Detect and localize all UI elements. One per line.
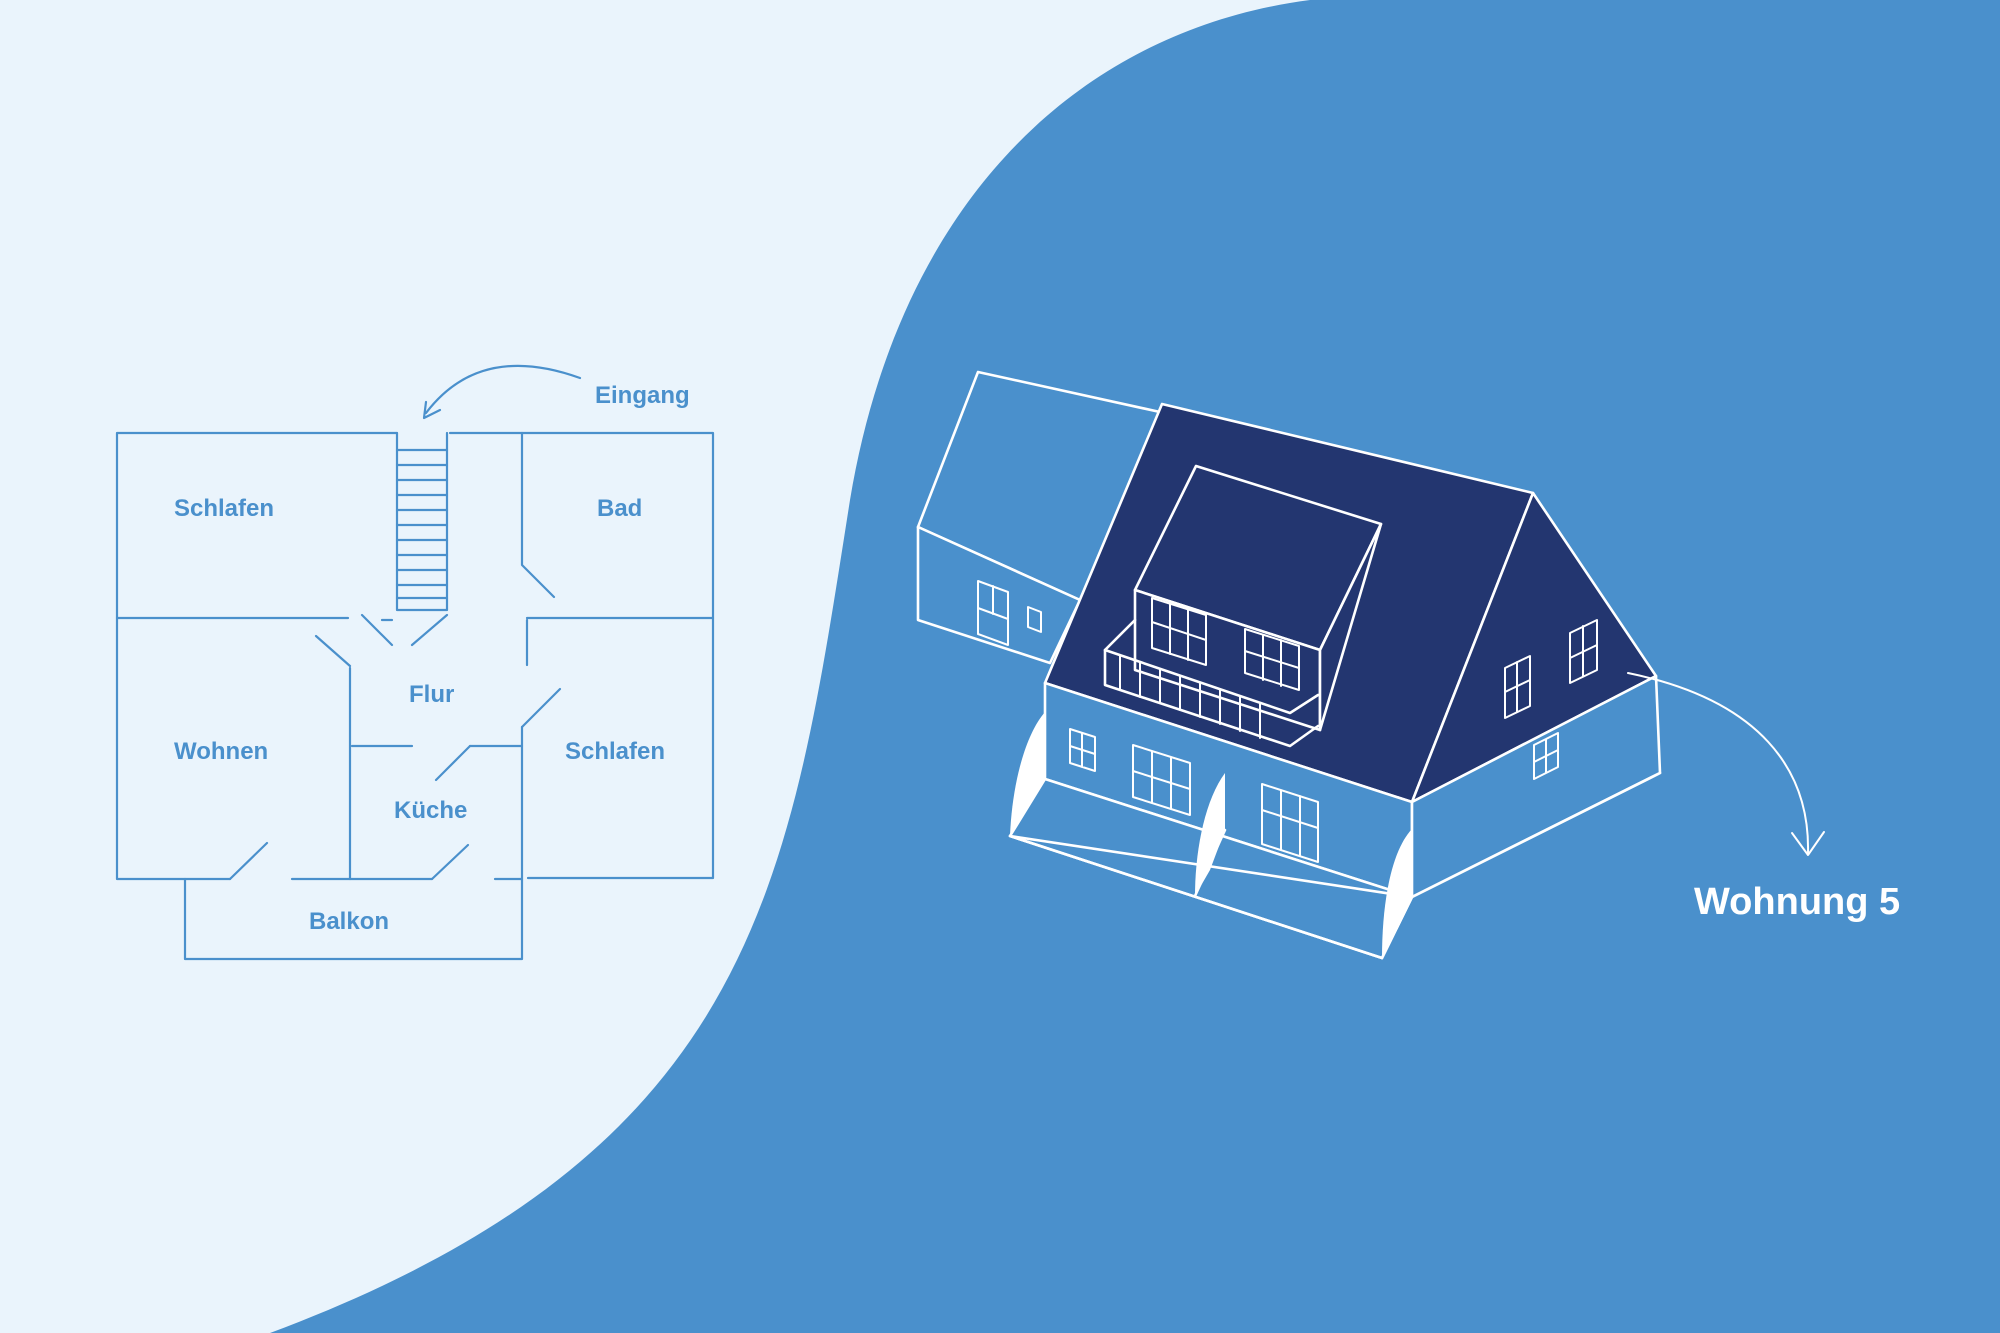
neighbour-house [916,370,1162,665]
outer-wall [115,431,399,881]
side-extension [1410,771,1662,899]
window-front-1 [1069,728,1096,772]
dormer [1103,464,1383,748]
window-front-3 [1261,783,1319,863]
label-hallway: Flur [409,681,454,708]
door-kitchen-balcony [430,843,470,881]
label-bathroom: Bad [597,495,642,522]
label-balcony: Balkon [309,908,389,935]
outer-wall-top-right [448,431,715,880]
apartment-arrow-head [1791,831,1825,856]
label-kitchen: Küche [394,797,467,824]
label-living: Wohnen [174,738,268,765]
floor-plan: Eingang Schlafen Bad Flur Wohnen Schlafe… [115,364,715,961]
bay-curve-left [1010,712,1045,836]
building-illustration: Wohnung 5 [916,370,1900,960]
door-bedroom-left [360,613,394,647]
wall-bath-left [520,431,556,599]
window-gable-1 [1504,655,1531,719]
entrance-arrow [424,364,582,415]
door-bedroom-right [520,687,562,729]
bay-curve-middle [1195,773,1225,896]
door-kitchen [434,744,472,782]
staircase [395,431,449,647]
apartment-label: Wohnung 5 [1694,881,1900,923]
window-side-1 [1533,732,1559,780]
entrance-arrow-head [422,400,442,420]
apartment-arrow [1627,672,1810,854]
wall-bath-bottom [525,616,715,667]
door-living [314,634,352,668]
balcony-outline [183,877,524,961]
label-entrance: Eingang [595,382,690,409]
bay-curve-right [1382,829,1412,958]
window-gable-2 [1569,619,1598,684]
window-front-2 [1132,744,1191,816]
label-bedroom-right: Schlafen [565,738,665,765]
door-living-balcony [228,841,269,881]
label-bedroom-left: Schlafen [174,495,274,522]
